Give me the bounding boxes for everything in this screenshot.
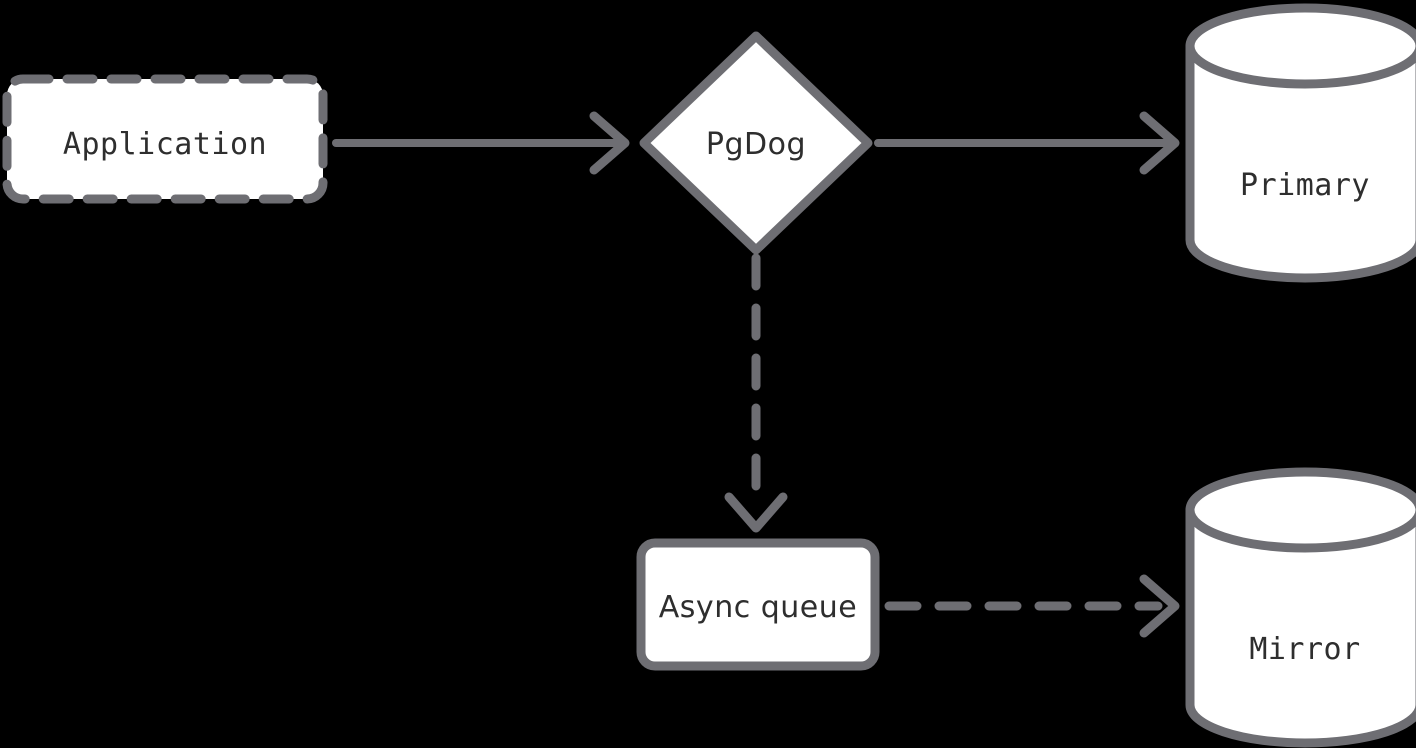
node-async-queue-border xyxy=(636,538,880,671)
node-async-queue-fill xyxy=(641,543,875,666)
node-application-fill xyxy=(7,79,323,199)
edge-pgdog-to-async-queue-arrowhead xyxy=(724,492,788,533)
node-async-queue[interactable]: Async queue xyxy=(636,538,880,671)
edge-application-to-pgdog-arrowhead xyxy=(589,111,630,175)
node-application-label: Application xyxy=(63,127,267,162)
edge-pgdog-to-async-queue xyxy=(724,253,788,533)
edge-pgdog-to-primary xyxy=(874,111,1180,175)
node-mirror-body-border xyxy=(1185,505,1416,748)
node-pgdog[interactable]: PgDog xyxy=(639,31,873,255)
node-mirror-body-fill xyxy=(1190,510,1416,743)
node-primary-body-fill xyxy=(1190,46,1416,278)
node-application-border xyxy=(2,74,328,204)
node-mirror-top-border xyxy=(1185,467,1416,553)
node-primary-label: Primary xyxy=(1240,168,1370,203)
edge-async-queue-to-mirror-arrowhead xyxy=(1139,574,1180,638)
node-pgdog-border xyxy=(639,31,873,255)
edge-async-queue-to-mirror xyxy=(884,574,1180,638)
node-pgdog-label: PgDog xyxy=(706,127,806,162)
node-primary-top-border xyxy=(1185,3,1416,89)
edge-pgdog-to-primary-arrowhead xyxy=(1139,111,1180,175)
node-async-queue-label: Async queue xyxy=(659,590,857,625)
node-primary-top-fill xyxy=(1190,8,1416,84)
node-mirror-top-fill xyxy=(1190,472,1416,548)
node-mirror-label: Mirror xyxy=(1249,632,1360,667)
node-primary-body-border xyxy=(1185,41,1416,283)
node-mirror[interactable]: Mirror xyxy=(1185,467,1416,748)
node-primary[interactable]: Primary xyxy=(1185,3,1416,283)
node-application[interactable]: Application xyxy=(2,74,328,204)
edge-application-to-pgdog xyxy=(332,111,630,175)
